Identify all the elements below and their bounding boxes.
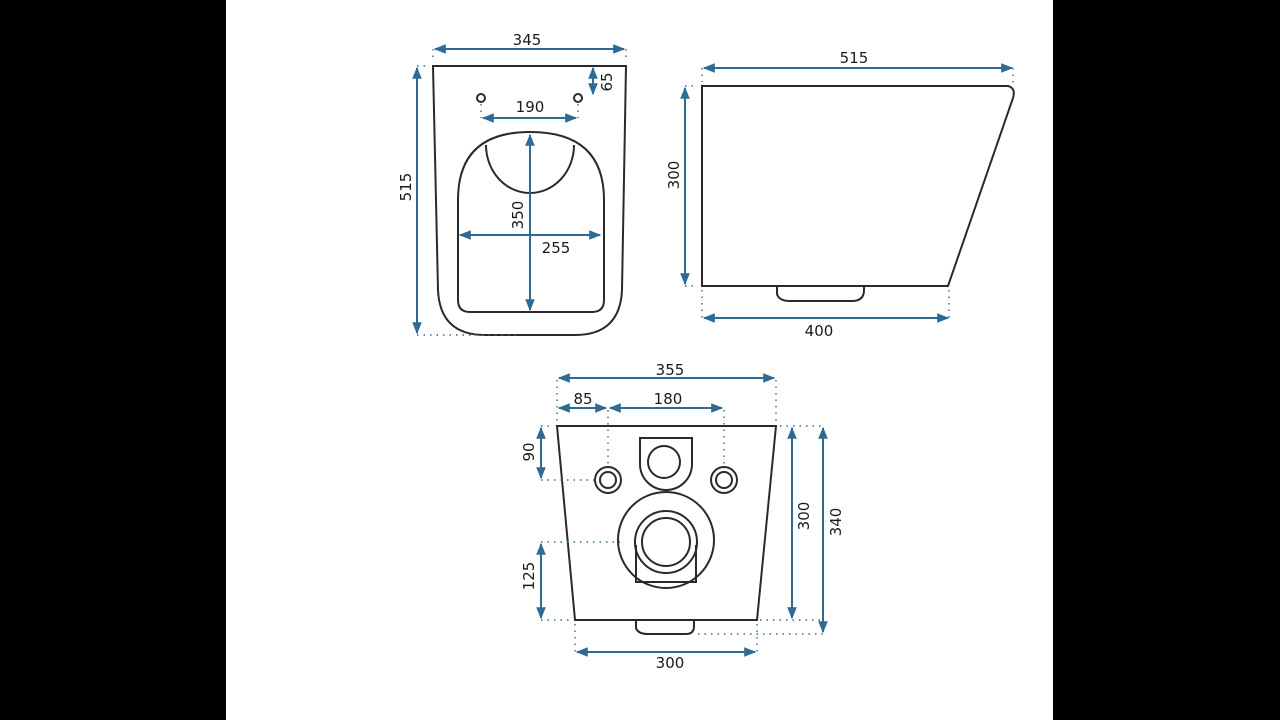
- dim-body-height: 300: [795, 502, 813, 531]
- fixing-hole-right: [710, 466, 738, 494]
- dim-hole-height: 90: [520, 442, 538, 461]
- dim-seat-width: 255: [542, 239, 571, 257]
- dim-side-length: 515: [840, 49, 869, 67]
- fixing-hole-left-inner: [599, 471, 617, 489]
- back-view: 355 85 180 90 125 300 340 300: [520, 361, 845, 672]
- outlet-flange: [617, 491, 715, 589]
- outlet-pipe: [635, 545, 697, 583]
- side-view: 515 300 400: [665, 49, 1015, 340]
- outlet-ring: [634, 510, 698, 574]
- back-outline: [555, 425, 778, 621]
- dim-length: 515: [397, 173, 415, 202]
- hinge-hole-right: [573, 93, 583, 103]
- dim-top-width: 355: [656, 361, 685, 379]
- dim-side-height: 300: [665, 161, 683, 190]
- side-outline: [701, 85, 1015, 287]
- hinge-hole-left: [476, 93, 486, 103]
- inlet-housing: [639, 437, 693, 491]
- dim-back-hole-spacing: 180: [654, 390, 683, 408]
- bowl-outline: [431, 65, 628, 336]
- top-view: 345 65 190 350 255 515: [397, 31, 628, 336]
- back-foot: [635, 620, 695, 635]
- drawing-sheet: [226, 0, 1053, 720]
- side-outlet: [776, 286, 865, 302]
- dim-hole-offset: 65: [598, 72, 616, 91]
- dim-hole-spacing: 190: [516, 98, 545, 116]
- seat-opening: [457, 130, 605, 313]
- dim-width: 345: [513, 31, 542, 49]
- dim-outlet-height: 125: [520, 562, 538, 591]
- dim-hole-edge: 85: [573, 390, 592, 408]
- outlet: [641, 517, 691, 567]
- fixing-hole-right-inner: [715, 471, 733, 489]
- dim-total-height: 340: [827, 508, 845, 537]
- dim-seat-length: 350: [509, 201, 527, 230]
- water-inlet: [647, 445, 681, 479]
- dim-bottom-width: 300: [656, 654, 685, 672]
- fixing-hole-left: [594, 466, 622, 494]
- dim-base-length: 400: [805, 322, 834, 340]
